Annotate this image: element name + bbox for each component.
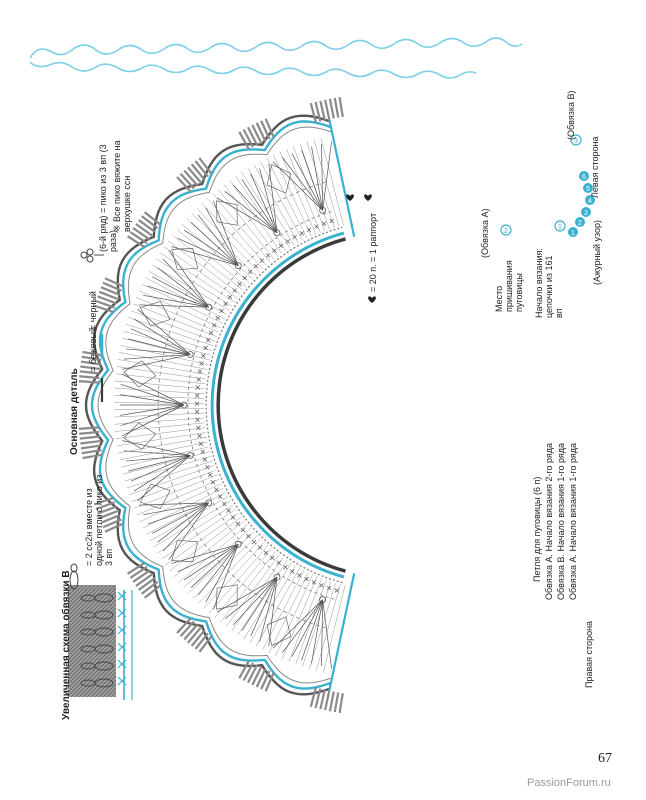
fringe-tassel <box>127 211 162 248</box>
fringe-tassel <box>238 118 275 150</box>
row-number-badge: 5 <box>583 183 593 193</box>
svg-text:3: 3 <box>584 210 588 217</box>
right-side-label: Правая сторона <box>584 620 594 688</box>
button-loop-label: Петля для пуговицы (6 п) <box>532 476 542 582</box>
fringe-tassel <box>176 617 213 653</box>
row-number-badge: 2 <box>575 217 585 227</box>
edging-row-badge: 1 <box>554 220 566 232</box>
page-number: 67 <box>598 751 612 766</box>
edging-scheme-fringe <box>68 585 116 697</box>
row-number-badge: 3 <box>581 207 591 217</box>
picot-symbol <box>80 248 104 263</box>
fringe-tassel <box>309 96 344 123</box>
heart-marker-icon <box>364 194 372 201</box>
button-place-label: Место пришивания пуговицы <box>494 260 524 312</box>
watermark: PassionForum.ru <box>527 777 611 789</box>
enlarged-title: Увеличенная схема обвязки В <box>61 570 72 720</box>
edging-scheme-loops <box>80 590 133 700</box>
chain-start-label: Начало вязания: цепочки из 161 вп <box>534 248 564 318</box>
fringe-tassel <box>93 496 124 533</box>
lace-pattern-label: (Ажурный узор) <box>592 219 602 285</box>
diagram-title: Основная деталь <box>69 368 80 455</box>
fringe-tassel <box>127 562 162 599</box>
fringe-tassel <box>176 157 213 193</box>
rapport-legend-text: = 20 п. = 1 раппорт <box>368 212 378 292</box>
edging-b-row1-label: Обвязка В. Начало вязания 1-го ряда <box>556 442 566 600</box>
svg-text:2: 2 <box>578 220 582 227</box>
collar-shape <box>84 114 356 696</box>
edging-a-label: (Обвязка А) <box>480 208 490 258</box>
edging-a-row2-label: Обвязка А. Начало вязания 2-го ряда <box>544 442 554 600</box>
svg-text:1: 1 <box>558 224 562 231</box>
heart-marker-icon <box>346 194 354 201</box>
collar-lace-rays <box>114 137 346 673</box>
svg-text:1: 1 <box>571 230 575 237</box>
collar-fringe-tassels <box>78 96 344 714</box>
picot-note-text: ※ Все пико вяжите на верхушке ссн <box>112 140 132 232</box>
row-number-badge: 1 <box>568 227 578 237</box>
cluster-legend-text: = 2 сс2н вместе из одной петли с пико из… <box>84 474 114 566</box>
rapport-heart-icon <box>368 296 376 303</box>
collar-cross-marks <box>194 218 340 593</box>
edging-a-row1-label: Обвязка А. Начало вязания 1-го ряда <box>568 442 578 600</box>
svg-text:6: 6 <box>582 174 586 181</box>
edging-row-badge: 3 <box>570 134 582 146</box>
legend-black-text: = черный <box>88 291 98 330</box>
edging-b-label: (Обвязка В) <box>566 90 576 140</box>
fringe-tassel <box>78 350 103 384</box>
fringe-tassel <box>78 426 103 460</box>
edging-row-badge: 2 <box>500 224 512 236</box>
ornament-border <box>29 37 523 79</box>
row-number-badge: 4 <box>585 195 595 205</box>
svg-text:4: 4 <box>588 198 592 205</box>
enlarged-edging-scheme <box>68 585 133 700</box>
cluster-symbol <box>69 563 79 590</box>
collar-fan-pattern <box>120 141 332 669</box>
left-side-label: Левая сторона <box>590 136 600 198</box>
fringe-tassel <box>238 660 275 692</box>
fringe-tassel <box>309 687 344 714</box>
row-number-badge: 6 <box>579 171 589 181</box>
legend-beige-text: = бежевый <box>88 326 98 372</box>
svg-text:5: 5 <box>586 186 590 193</box>
fringe-tassel <box>93 277 124 314</box>
svg-text:2: 2 <box>504 228 508 235</box>
svg-text:3: 3 <box>574 138 578 145</box>
